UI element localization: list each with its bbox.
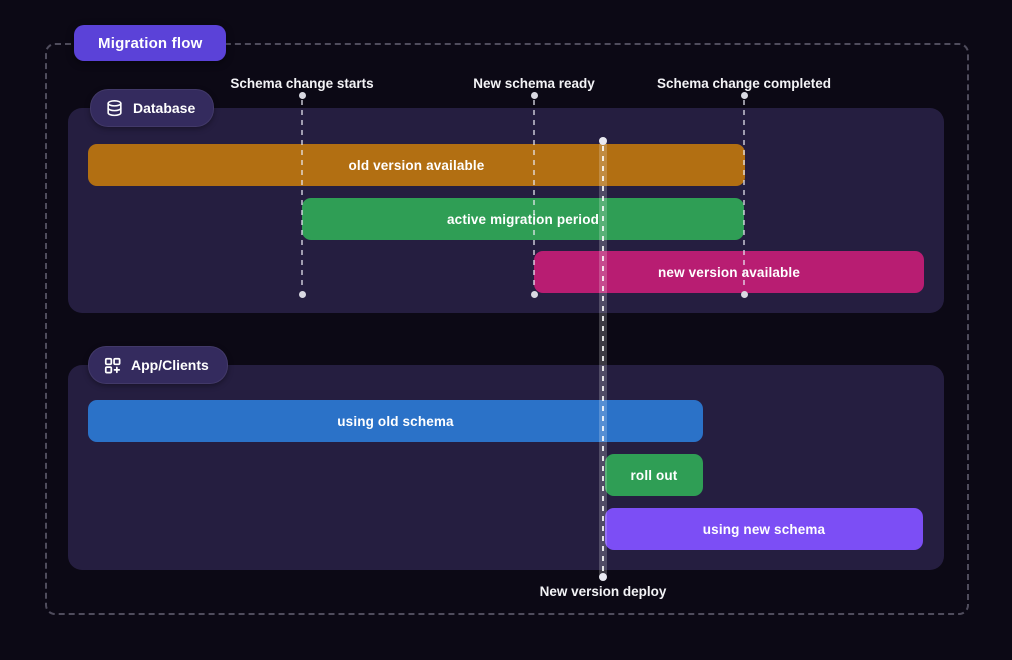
title-badge-label: Migration flow [98, 34, 203, 52]
bar-using-old-schema: using old schema [88, 400, 703, 442]
bar-new-version-available: new version available [534, 251, 924, 293]
deploy-dot [599, 137, 607, 145]
deploy-dashed-line [602, 146, 604, 572]
bar-label: using new schema [702, 521, 826, 537]
bar-old-version-available: old version available [88, 144, 745, 186]
apps-plus-icon [103, 356, 122, 375]
title-badge: Migration flow [74, 25, 227, 61]
bar-label: roll out [630, 467, 678, 483]
database-badge-label: Database [133, 100, 196, 116]
database-badge: Database [90, 89, 215, 127]
bar-label: active migration period [447, 211, 599, 227]
app-clients-badge: App/Clients [88, 346, 228, 384]
diagram-dashed-border [45, 43, 969, 615]
bar-label: new version available [658, 264, 800, 280]
bar-roll-out: roll out [605, 454, 703, 496]
bar-label: using old schema [337, 413, 454, 429]
bar-label: old version available [348, 157, 485, 173]
deploy-label: New version deploy [539, 584, 667, 599]
app-clients-badge-label: App/Clients [131, 357, 209, 373]
bar-active-migration-period: active migration period [302, 198, 744, 240]
database-icon [105, 99, 124, 118]
deploy-dot [599, 573, 607, 581]
bar-using-new-schema: using new schema [605, 508, 923, 550]
